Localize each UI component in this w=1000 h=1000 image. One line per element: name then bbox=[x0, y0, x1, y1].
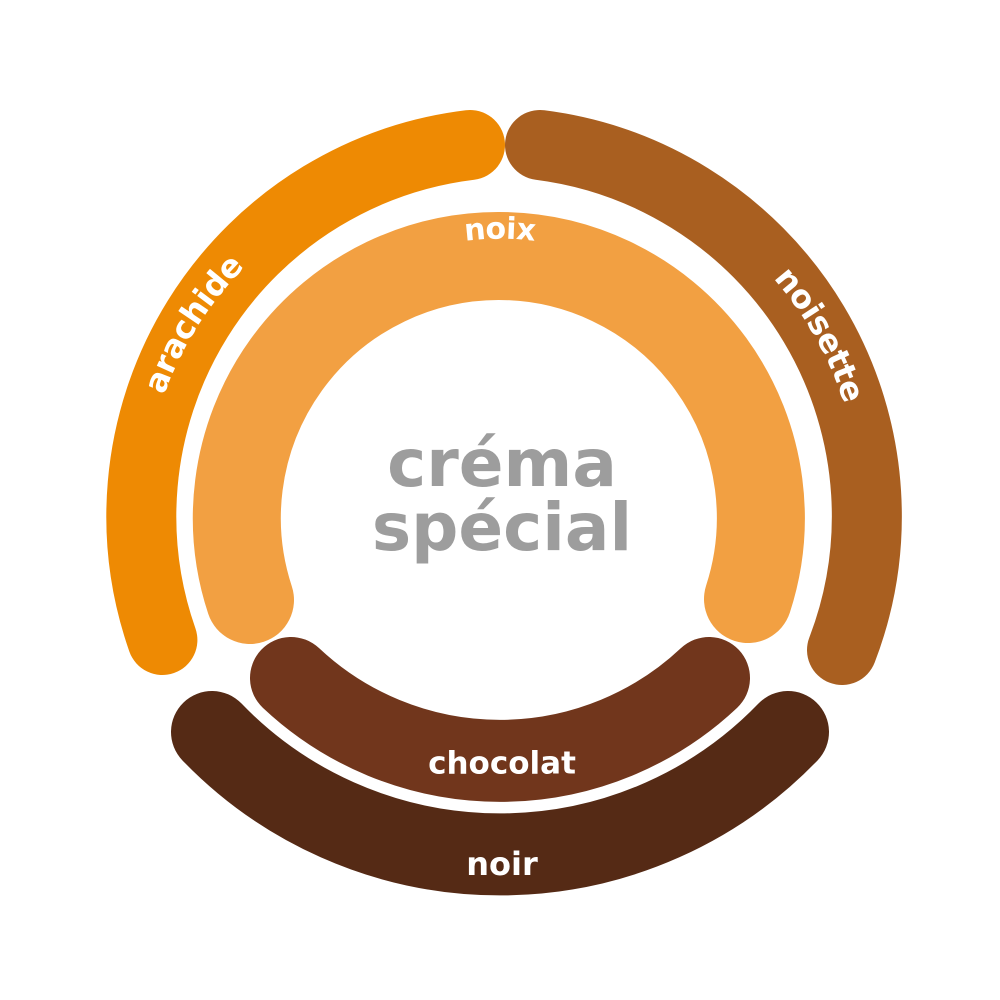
noix-segment bbox=[192, 212, 805, 644]
chocolat-segment bbox=[250, 637, 750, 802]
chocolat-label: chocolat bbox=[428, 746, 576, 782]
noir-label: noir bbox=[466, 845, 538, 883]
noir-segment bbox=[171, 691, 829, 896]
center-title-line1: créma bbox=[387, 425, 617, 502]
noisette-segment bbox=[505, 110, 902, 685]
center-title-line2: spécial bbox=[372, 489, 632, 566]
noix-label: noix bbox=[462, 211, 537, 248]
arachide-segment bbox=[106, 110, 505, 675]
